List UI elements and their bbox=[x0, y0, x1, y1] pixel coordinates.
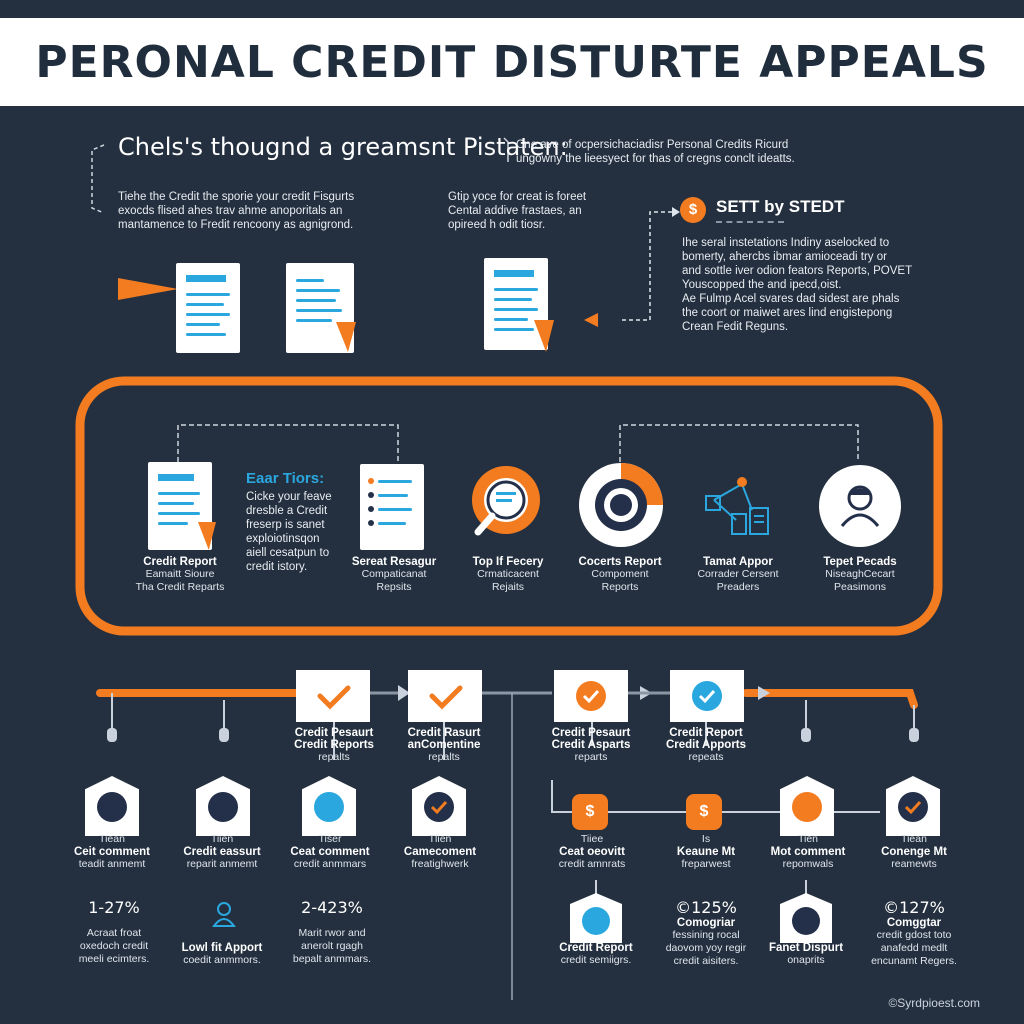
check-icon bbox=[430, 800, 448, 815]
footer-credit: ©Syrdpioest.com bbox=[888, 996, 980, 1010]
network-icon bbox=[705, 477, 769, 535]
step-check-box bbox=[554, 670, 628, 722]
checklist-icon bbox=[360, 464, 424, 550]
node-icon-box bbox=[780, 776, 834, 836]
sett-underline bbox=[716, 221, 784, 226]
sett-paragraph-2: Ae Fulmp Acel svares dad sidest are phal… bbox=[682, 293, 900, 333]
document-icon bbox=[176, 263, 240, 353]
sett-paragraph-1: Ihe seral instetations Indiny aselocked … bbox=[682, 237, 913, 291]
step-check-box bbox=[408, 670, 482, 722]
node-icon-box bbox=[570, 893, 622, 943]
person-icon bbox=[819, 465, 901, 547]
title-bar: PERONAL CREDIT DISTURTE APPEALS bbox=[0, 18, 1024, 106]
check-icon bbox=[698, 689, 716, 704]
node-icon-box bbox=[196, 776, 250, 836]
dollar-icon: $ bbox=[572, 794, 608, 830]
page-title: PERONAL CREDIT DISTURTE APPEALS bbox=[35, 36, 989, 88]
person-icon bbox=[212, 902, 236, 927]
check-icon bbox=[317, 685, 351, 710]
magnifier-icon bbox=[472, 466, 540, 536]
check-icon bbox=[429, 685, 463, 710]
node-icon-box bbox=[412, 776, 466, 836]
node-icon-box bbox=[886, 776, 940, 836]
ring-icon bbox=[579, 463, 663, 547]
dollar-icon: $ bbox=[686, 794, 722, 830]
intro-left-text: Tiehe the Credit the sporie your credit … bbox=[118, 191, 355, 231]
orange-ribbon bbox=[118, 278, 178, 300]
step-check-box bbox=[296, 670, 370, 722]
ear-tips-heading: Eaar Tiors: bbox=[246, 470, 325, 487]
check-icon bbox=[582, 689, 600, 704]
node-icon-box bbox=[302, 776, 356, 836]
intro-right-text: Cne ave of ocpersichaciadisr Personal Cr… bbox=[516, 139, 795, 165]
node-icon-box bbox=[780, 893, 832, 943]
step-check-box bbox=[670, 670, 744, 722]
credit-report-document-icon bbox=[148, 462, 212, 550]
node-icon-box bbox=[85, 776, 139, 836]
headline: Chels's thougnd a greamsnt Pistaten: bbox=[118, 133, 568, 161]
dollar-icon: $ bbox=[680, 197, 706, 223]
sett-heading: SETT by STEDT bbox=[716, 197, 845, 216]
check-icon bbox=[904, 800, 922, 815]
document-icon bbox=[484, 258, 548, 350]
